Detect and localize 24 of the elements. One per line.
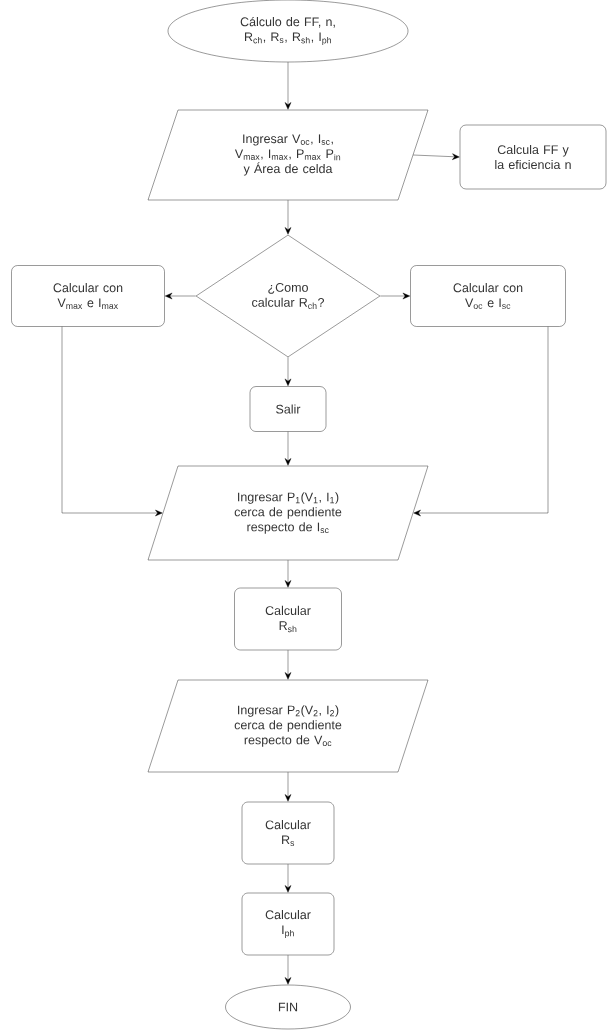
arrow <box>284 560 292 588</box>
process-box: Calcular con V$_{oc}$ e I$_{sc}$ <box>410 265 566 327</box>
input-parallelogram: Ingresar V$_{oc}$, I$_{sc}$, V$_{max}$, I$_{max}$, P$_{max}$ P$_{in}$ y Área de celda <box>147 109 429 201</box>
arrow <box>284 357 292 386</box>
arrow <box>284 955 292 985</box>
arrow <box>284 431 292 466</box>
arrow <box>413 153 460 160</box>
process-box: Calcular R$_{sh}$ <box>234 587 342 651</box>
input-parallelogram: Ingresar P$_{2}$(V$_{2}$, I$_{2}$) cerca de pendiente respecto de V$_{oc}$ <box>147 679 429 773</box>
process-box: Salir <box>249 386 327 432</box>
arrow <box>380 292 410 300</box>
process-box: Calcular I$_{ph}$ <box>241 892 335 956</box>
arrow <box>413 326 549 517</box>
arrow <box>165 292 196 300</box>
arrow <box>284 650 292 680</box>
arrow <box>284 772 292 802</box>
arrow <box>284 864 292 893</box>
process-box: Calcula FF y la eficiencia n <box>459 124 607 190</box>
arrow <box>284 200 292 235</box>
input-parallelogram: Ingresar P$_{1}$(V$_{1}$, I$_{1}$) cerca de pendiente respecto de I$_{sc}$ <box>147 465 429 561</box>
arrow <box>61 326 163 517</box>
process-box: Calcular R$_{s}$ <box>241 801 335 865</box>
arrow <box>284 62 292 110</box>
process-box: Calcular con V$_{max}$ e I$_{max}$ <box>11 265 165 327</box>
